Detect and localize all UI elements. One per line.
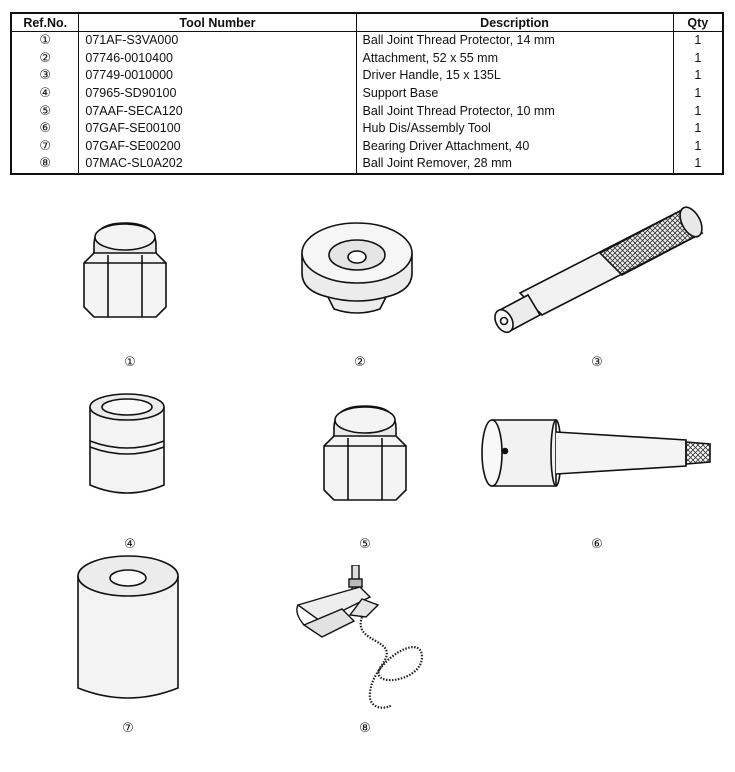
cell-qty: 1: [672, 49, 724, 68]
cell-qty: 1: [672, 102, 724, 120]
header-description: Description: [355, 12, 674, 32]
cell-qty: 1: [672, 137, 724, 156]
cell-tool-number: 07GAF-SE00200: [78, 137, 357, 156]
cell-ref-no: ⑥: [10, 119, 79, 138]
table-header-row: Ref.No. Tool Number Description Qty: [10, 12, 724, 32]
cell-ref-no: ⑤: [10, 102, 79, 120]
caption-tool-3: ③: [591, 355, 603, 370]
cell-description: Attachment, 52 x 55 mm: [355, 49, 674, 68]
cell-ref-no: ②: [10, 49, 79, 68]
attachment-52x55-illustration: [301, 222, 413, 314]
cell-ref-no: ⑧: [10, 155, 79, 175]
cell-qty: 1: [672, 119, 724, 138]
cell-tool-number: 07965-SD90100: [78, 84, 357, 103]
cell-ref-no: ③: [10, 67, 79, 85]
cell-tool-number: 07GAF-SE00100: [78, 119, 357, 138]
thread-protector-10mm-illustration: [323, 405, 407, 501]
bearing-driver-attachment-illustration: [77, 555, 179, 699]
support-base-illustration: [89, 393, 165, 494]
cell-qty: 1: [672, 84, 724, 103]
cell-ref-no: ④: [10, 84, 79, 103]
cell-description: Ball Joint Remover, 28 mm: [355, 155, 674, 175]
cell-qty: 1: [672, 31, 724, 50]
driver-handle-illustration: [494, 206, 704, 334]
caption-tool-7: ⑦: [122, 721, 134, 736]
cell-description: Support Base: [355, 84, 674, 103]
thread-protector-14mm-illustration: [83, 222, 167, 318]
cell-description: Ball Joint Thread Protector, 10 mm: [355, 102, 674, 120]
cell-tool-number: 07746-0010400: [78, 49, 357, 68]
caption-tool-1: ①: [124, 355, 136, 370]
hub-assembly-tool-illustration: [481, 419, 711, 487]
cell-description: Ball Joint Thread Protector, 14 mm: [355, 31, 674, 50]
header-qty: Qty: [672, 12, 724, 32]
caption-tool-8: ⑧: [359, 721, 371, 736]
cell-ref-no: ⑦: [10, 137, 79, 156]
cell-qty: 1: [672, 155, 724, 175]
cell-tool-number: 07MAC-SL0A202: [78, 155, 357, 175]
cell-description: Hub Dis/Assembly Tool: [355, 119, 674, 138]
cell-tool-number: 071AF-S3VA000: [78, 31, 357, 50]
cell-tool-number: 07AAF-SECA120: [78, 102, 357, 120]
cell-description: Driver Handle, 15 x 135L: [355, 67, 674, 85]
header-ref-no: Ref.No.: [10, 12, 79, 32]
cell-qty: 1: [672, 67, 724, 85]
ball-joint-remover-illustration: [296, 565, 424, 709]
caption-tool-4: ④: [124, 537, 136, 552]
caption-tool-6: ⑥: [591, 537, 603, 552]
cell-ref-no: ①: [10, 31, 79, 50]
cell-description: Bearing Driver Attachment, 40: [355, 137, 674, 156]
caption-tool-5: ⑤: [359, 537, 371, 552]
cell-tool-number: 07749-0010000: [78, 67, 357, 85]
caption-tool-2: ②: [354, 355, 366, 370]
header-tool-number: Tool Number: [78, 12, 357, 32]
